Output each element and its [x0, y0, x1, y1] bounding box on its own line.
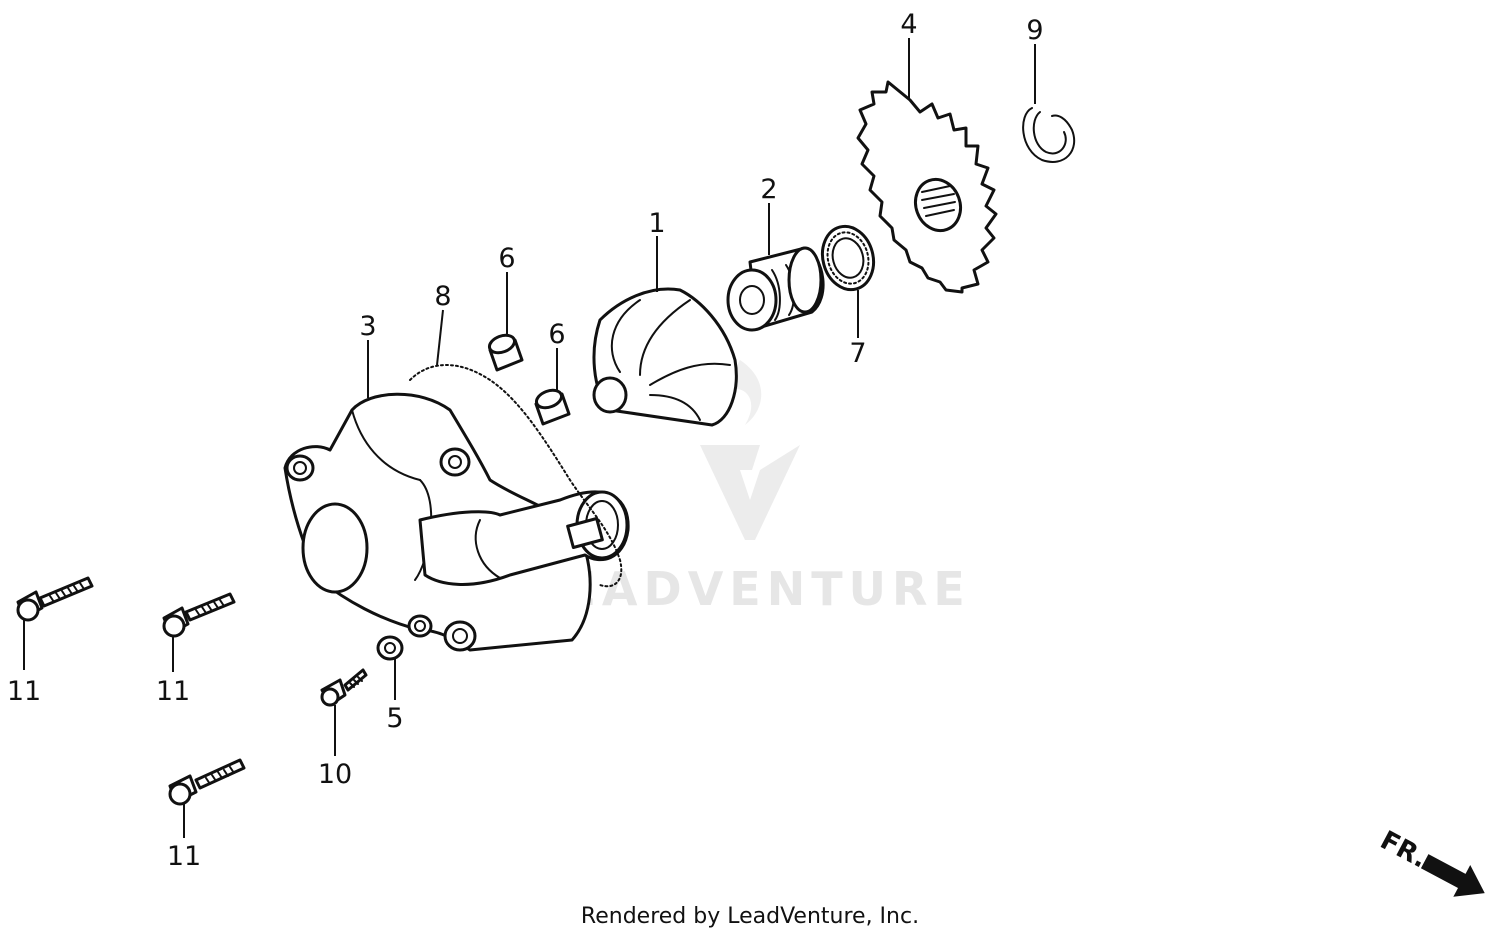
- callout-4: 4: [900, 9, 917, 40]
- part-5-washer[interactable]: [376, 635, 404, 661]
- part-8-gasket[interactable]: [409, 364, 623, 588]
- front-arrow-icon: [1420, 854, 1485, 897]
- callout-6a: 6: [498, 243, 515, 274]
- callout-1: 1: [648, 208, 665, 239]
- callout-11a: 11: [7, 676, 41, 707]
- credit-line: Rendered by LeadVenture, Inc.: [580, 904, 920, 929]
- part-2-seal[interactable]: [726, 246, 825, 332]
- part-6-dowel-pin-a[interactable]: [487, 332, 524, 372]
- callout-9: 9: [1026, 15, 1043, 46]
- part-4-sprocket[interactable]: [856, 80, 998, 294]
- part-3-pump-cover[interactable]: [283, 392, 630, 652]
- part-6-dowel-pin-b[interactable]: [534, 387, 571, 426]
- callout-7: 7: [849, 338, 866, 369]
- callout-3: 3: [359, 311, 376, 342]
- part-7-bearing[interactable]: [816, 221, 881, 296]
- part-9-snap-ring[interactable]: [1022, 107, 1076, 163]
- watermark-text: LEADVENTURE: [529, 562, 971, 616]
- part-5-washer-b[interactable]: [407, 614, 433, 638]
- part-11-bolt-a[interactable]: [16, 576, 94, 622]
- leader-lines: [23, 38, 1036, 838]
- callout-11b: 11: [156, 676, 190, 707]
- callout-8: 8: [434, 281, 451, 312]
- front-direction-indicator: FR.: [1375, 825, 1485, 897]
- watermark: LEADVENTURE: [529, 360, 971, 616]
- callout-5: 5: [386, 703, 403, 734]
- callout-6b: 6: [548, 319, 565, 350]
- part-11-bolt-c[interactable]: [168, 758, 246, 806]
- callout-2: 2: [760, 174, 777, 205]
- part-1-impeller[interactable]: [592, 287, 738, 427]
- part-10-bolt[interactable]: [320, 668, 368, 707]
- part-11-bolt-b[interactable]: [162, 592, 236, 638]
- callout-10: 10: [318, 759, 352, 790]
- callout-11c: 11: [167, 841, 201, 872]
